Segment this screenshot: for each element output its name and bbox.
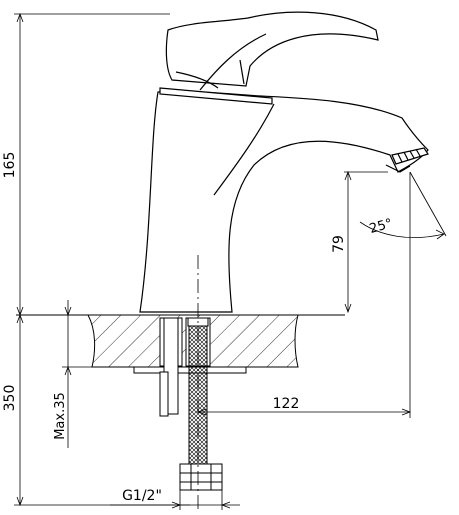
dim-max35: Max.35 xyxy=(53,392,68,440)
dim-thread: G1/2" xyxy=(122,488,162,504)
dim-122: 122 xyxy=(273,396,300,412)
lever-handle xyxy=(165,11,379,91)
dim-79: 79 xyxy=(331,235,347,253)
dim-165: 165 xyxy=(2,152,18,179)
faucet-body xyxy=(139,87,429,313)
dim-350: 350 xyxy=(2,385,18,412)
dim-angle: 25° xyxy=(368,216,394,237)
dimension-lines xyxy=(14,12,447,510)
stems-and-hoses xyxy=(159,317,223,491)
